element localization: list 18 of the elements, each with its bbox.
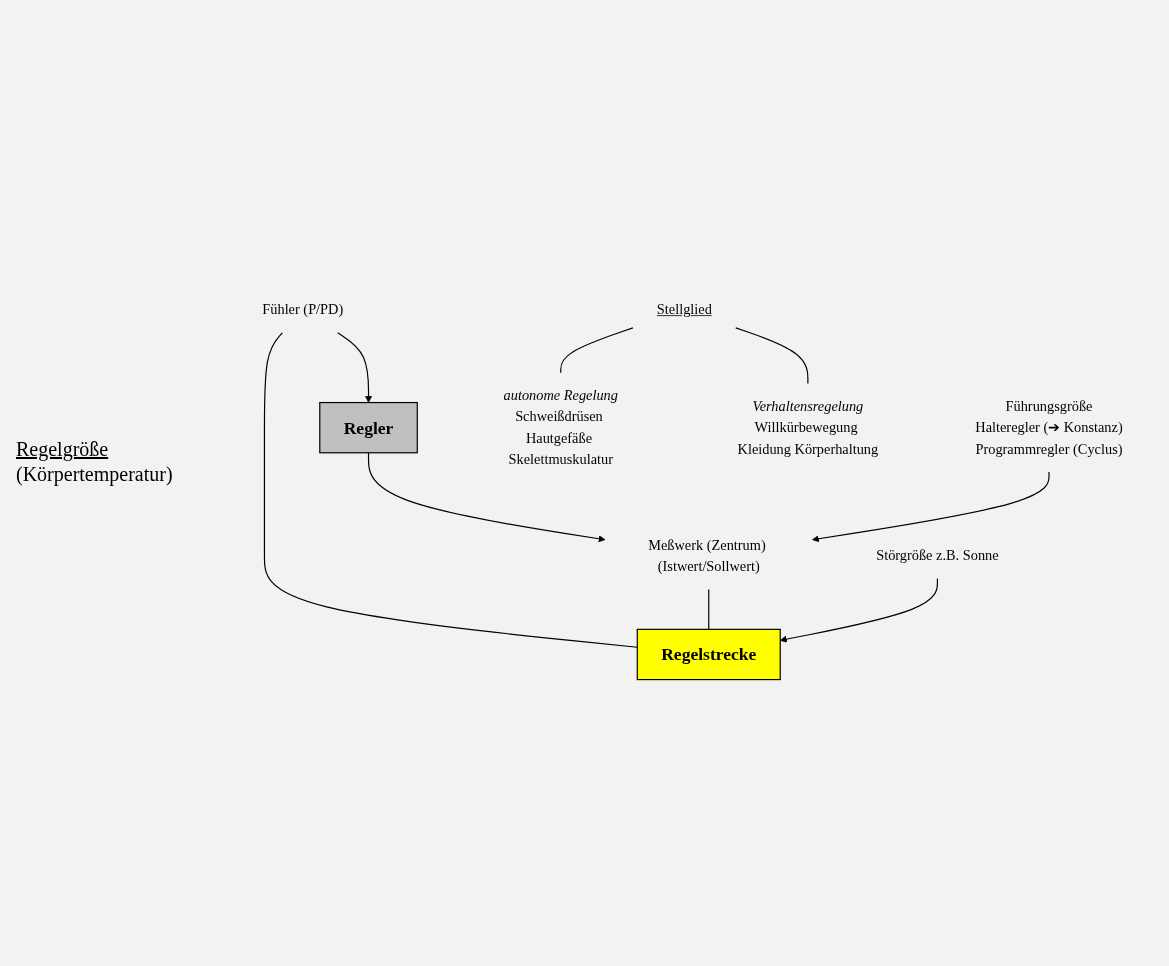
label-text: (Körpertemperatur) [16, 463, 174, 486]
connector [708, 588, 710, 630]
arrow [367, 451, 606, 542]
node-text: Fühler (P/PD) [262, 301, 344, 318]
connector [263, 331, 638, 648]
connector [560, 326, 634, 373]
arrow [812, 470, 1050, 542]
node-box: Regler [319, 401, 418, 453]
node-text: Stellglied [656, 301, 712, 318]
node-box: Regelstrecke [636, 628, 781, 680]
label-heading: Regelgröße [16, 438, 110, 461]
connector [735, 326, 809, 384]
arrow [337, 331, 373, 403]
node-text: Verhaltensregelung Willkürbewegung Kleidung Körperhaltung [737, 397, 879, 457]
node-text: Führungsgröße Halteregler (➔ Konstanz) Programmregler (Cyclus) [975, 397, 1123, 457]
node-text: Meßwerk (Zentrum) (Istwert/Sollwert) [648, 536, 766, 574]
node-text: autonome Regelung Schweißdrüsen Hautgefäße Skelettmuskulatur [503, 386, 618, 468]
node-text: Störgröße z.B. Sonne [876, 547, 999, 564]
